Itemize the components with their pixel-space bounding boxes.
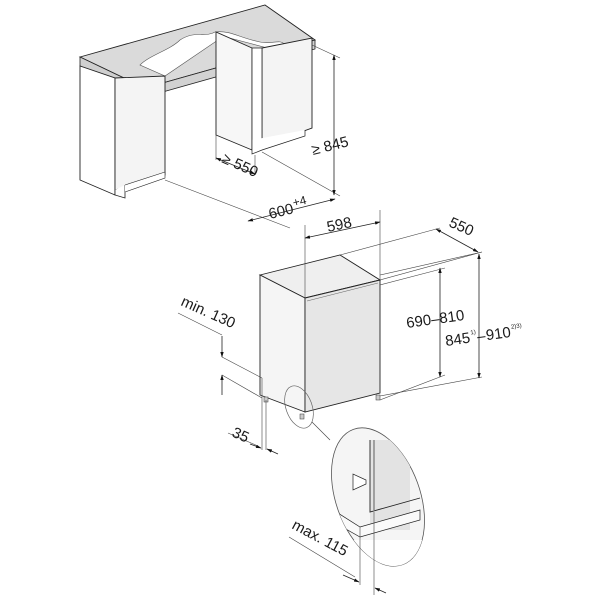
appliance-total-height-min: 845 bbox=[444, 330, 471, 350]
appliance-total-height-max: 910 bbox=[485, 324, 512, 344]
niche-height-label: ≥ 845 bbox=[310, 133, 350, 159]
niche-depth-label: ≥ 550 bbox=[219, 150, 260, 181]
right-cabinet-front bbox=[261, 37, 313, 147]
height-range-separator: – bbox=[476, 327, 487, 345]
dishwasher-side bbox=[259, 274, 306, 413]
appliance-depth-label: 550 bbox=[446, 214, 476, 240]
niche-width-tolerance: +4 bbox=[291, 193, 308, 210]
left-cabinet-side bbox=[79, 65, 116, 196]
right-cabinet-inner-side bbox=[215, 31, 253, 151]
plinth-min-height-label: min. 130 bbox=[178, 293, 237, 332]
footnote-1: 1) bbox=[470, 330, 476, 337]
niche-illustration bbox=[78, 4, 317, 199]
appliance-width-label: 598 bbox=[325, 214, 353, 236]
dishwasher-door bbox=[304, 279, 381, 413]
footnote-2-3: 2)3) bbox=[511, 323, 522, 330]
overhang-max-label: max. 115 bbox=[289, 517, 350, 560]
niche-width-label: 600 bbox=[267, 200, 295, 223]
dishwasher-illustration bbox=[258, 254, 382, 420]
plinth-setback-label: 35 bbox=[229, 424, 251, 446]
left-cabinet-front bbox=[114, 75, 166, 191]
appliance-body-height-label: 690–810 bbox=[405, 307, 465, 332]
